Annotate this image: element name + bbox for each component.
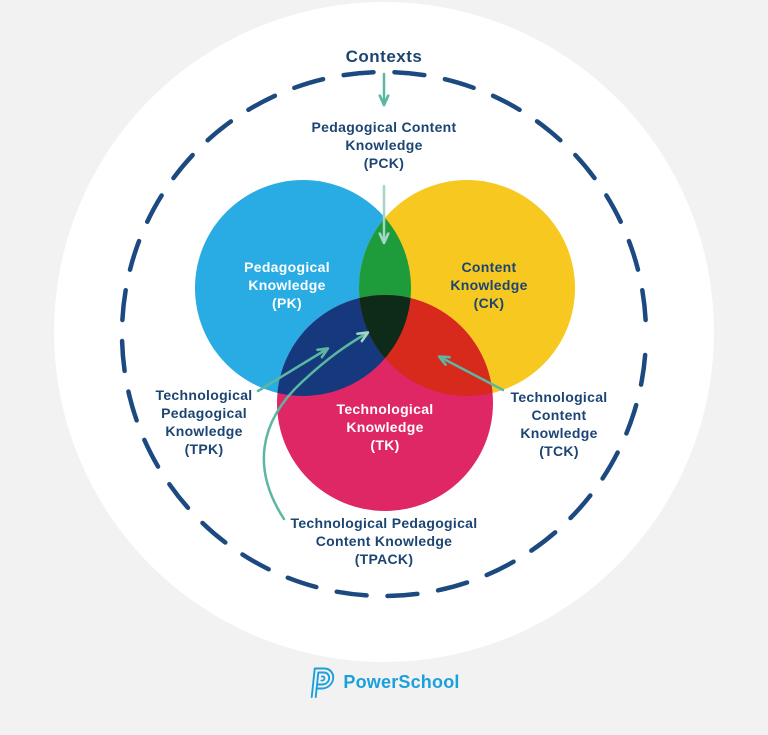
tk-label: Technological Knowledge (TK) — [336, 401, 434, 453]
tpack-label: Technological Pedagogical Content Knowle… — [290, 515, 478, 567]
contexts-label: Contexts — [345, 47, 423, 66]
tpk-arrow — [256, 349, 327, 393]
footer-brand: PowerSchool — [0, 666, 768, 699]
tck-label: Technological Content Knowledge (TCK) — [510, 389, 608, 459]
tck-arrow — [440, 357, 505, 392]
pk-label: Pedagogical Knowledge (PK) — [244, 259, 330, 311]
ck-label: Content Knowledge (CK) — [450, 259, 528, 311]
tpk-label: Technological Pedagogical Knowledge (TPK… — [155, 387, 253, 457]
powerschool-logo-icon — [311, 667, 335, 698]
pck-label: Pedagogical Content Knowledge (PCK) — [311, 119, 457, 171]
tpk-overlap-region — [277, 295, 411, 396]
tpack-arrow — [262, 333, 367, 521]
tck-overlap-region — [359, 295, 493, 396]
powerschool-brand-name: PowerSchool — [343, 672, 460, 692]
